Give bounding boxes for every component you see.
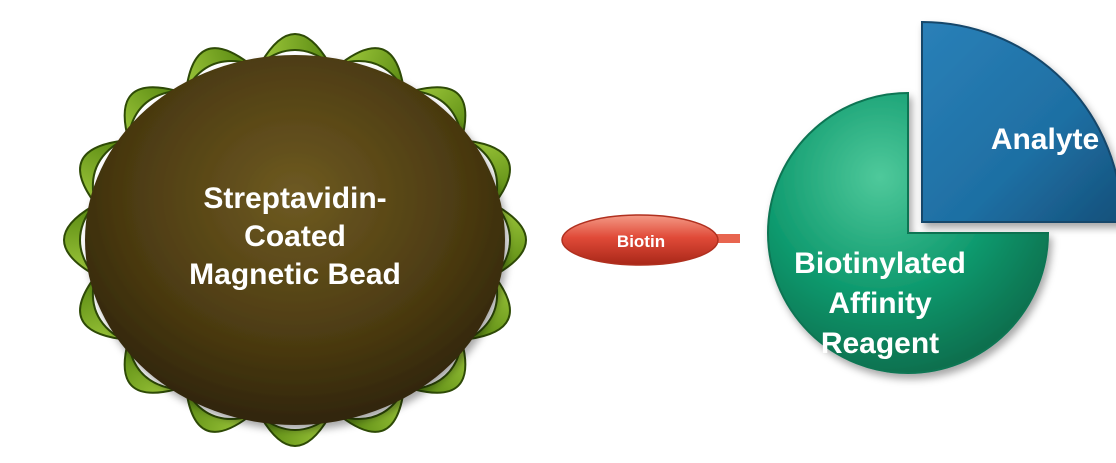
reagent-label-line1: Biotinylated	[794, 247, 966, 280]
reagent-label-line3: Reagent	[820, 327, 940, 360]
biotin-linker	[700, 234, 740, 243]
reagent-label-line2: Affinity	[828, 287, 932, 320]
bead-label-line1: Streptavidin-	[203, 182, 387, 215]
magnetic-bead	[85, 55, 505, 425]
biotin-label: Biotin	[616, 232, 666, 251]
affinity-reagent-shape	[767, 91, 1050, 374]
analyte-shape	[921, 20, 1116, 223]
bead-label: Streptavidin- Coated Magnetic Bead	[140, 180, 450, 294]
bead-label-line2: Coated	[244, 220, 346, 253]
bead-label-line3: Magnetic Bead	[189, 258, 401, 291]
reagent-label: Biotinylated Affinity Reagent	[740, 244, 1020, 364]
biotin-molecule	[561, 214, 719, 266]
analyte-label: Analyte	[990, 123, 1100, 156]
